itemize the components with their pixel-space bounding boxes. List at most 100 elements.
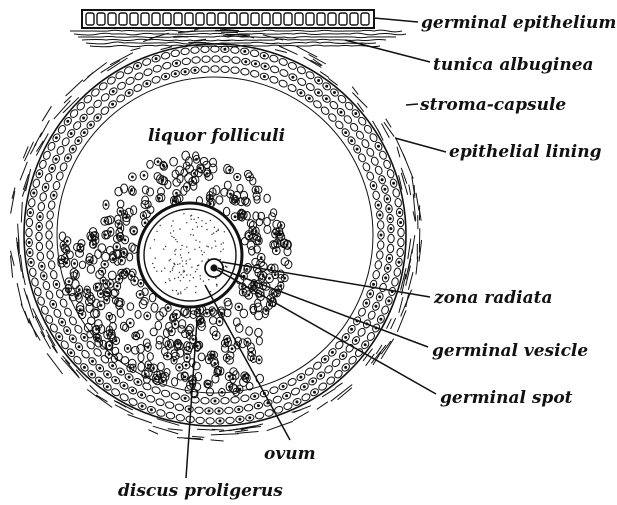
yolk-granule [200,275,201,276]
lining-cell [374,260,382,269]
lining-cell [46,231,52,239]
cell-nucleus [364,344,366,346]
cell-nucleus [272,293,274,295]
cell-nucleus [128,376,130,378]
lining-cell [63,307,73,317]
cell-nucleus [258,359,260,361]
cell-nucleus [109,330,111,332]
lining-cell [357,307,367,317]
cell-nucleus [235,201,237,203]
yolk-granule [180,293,181,294]
lining-cell [372,270,380,280]
lining-cell [398,238,405,247]
discus-cell [87,295,95,303]
cell-nucleus [80,247,82,249]
lining-cell [372,190,380,200]
cell-nucleus [324,358,326,360]
cell-nucleus [83,117,85,119]
yolk-granule [224,231,225,232]
cell-nucleus [284,277,286,279]
cell-nucleus [208,358,210,360]
lining-cell [231,57,240,64]
cell-nucleus [236,176,238,178]
yolk-granule [161,271,162,272]
discus-cell [244,263,251,272]
lining-cell [379,283,388,293]
cell-nucleus [208,410,210,412]
cell-nucleus [239,388,241,390]
yolk-granule [172,220,173,221]
cell-nucleus [91,373,93,375]
yolk-granule [163,248,164,249]
cell-nucleus [320,375,322,377]
stroma-fibre [168,429,183,431]
yolk-granule [183,213,184,214]
yolk-granule [190,215,191,216]
stroma-fibre [296,46,318,57]
cell-nucleus [173,360,175,362]
discus-cell [102,252,110,261]
cell-nucleus [147,346,149,348]
lining-cell [226,417,235,424]
stroma-fibre [275,50,287,53]
stroma-fibre [382,124,390,138]
cell-nucleus [83,336,85,338]
yolk-granule [178,277,179,278]
lining-cell [201,46,210,53]
cell-nucleus [241,286,243,288]
cell-nucleus [263,55,265,57]
cell-nucleus [185,364,187,366]
label-stroma-capsule: stroma-capsule [419,95,566,115]
cell-nucleus [118,223,120,225]
cell-nucleus [29,212,31,214]
discus-cell [142,186,148,194]
lining-cell [201,397,210,404]
discus-cell [264,217,271,225]
cell-nucleus [211,310,213,312]
discus-cell [162,347,168,355]
lining-cell [206,418,215,425]
lining-cell [37,202,45,211]
cell-nucleus [129,322,131,324]
stroma-fibre [21,202,22,222]
yolk-granule [206,229,207,230]
lining-cell [366,147,376,157]
cell-nucleus [90,124,92,126]
stroma-fibre [17,283,22,306]
lining-cell [230,67,239,74]
lining-cell [334,120,344,131]
cell-nucleus [199,309,201,311]
cell-nucleus [390,228,392,230]
yolk-granule [156,231,157,232]
discus-cell [112,347,119,355]
lining-cell [44,173,53,183]
yolk-granule [199,241,200,242]
yolk-granule [180,249,181,250]
cell-nucleus [278,231,280,233]
lining-cell [370,156,379,166]
cell-nucleus [41,265,43,267]
cell-nucleus [246,377,248,379]
cell-nucleus [104,220,106,222]
cell-nucleus [176,192,178,194]
cell-nucleus [373,185,375,187]
yolk-granule [169,260,170,261]
cell-nucleus [78,346,80,348]
cell-nucleus [56,283,58,285]
cell-nucleus [209,203,211,205]
cell-nucleus [132,176,134,178]
cell-nucleus [176,62,178,64]
cell-nucleus [143,215,145,217]
lining-cell [386,169,395,179]
lining-cell [230,46,239,53]
lining-cell [221,66,230,73]
cell-nucleus [314,391,316,393]
cell-nucleus [173,316,175,318]
yolk-granule [165,282,166,283]
stroma-fibre [416,193,419,211]
yolk-granule [172,270,173,271]
discus-cell [156,341,162,349]
lining-cell [362,162,371,172]
cell-nucleus [167,355,169,357]
discus-cell [117,200,124,208]
